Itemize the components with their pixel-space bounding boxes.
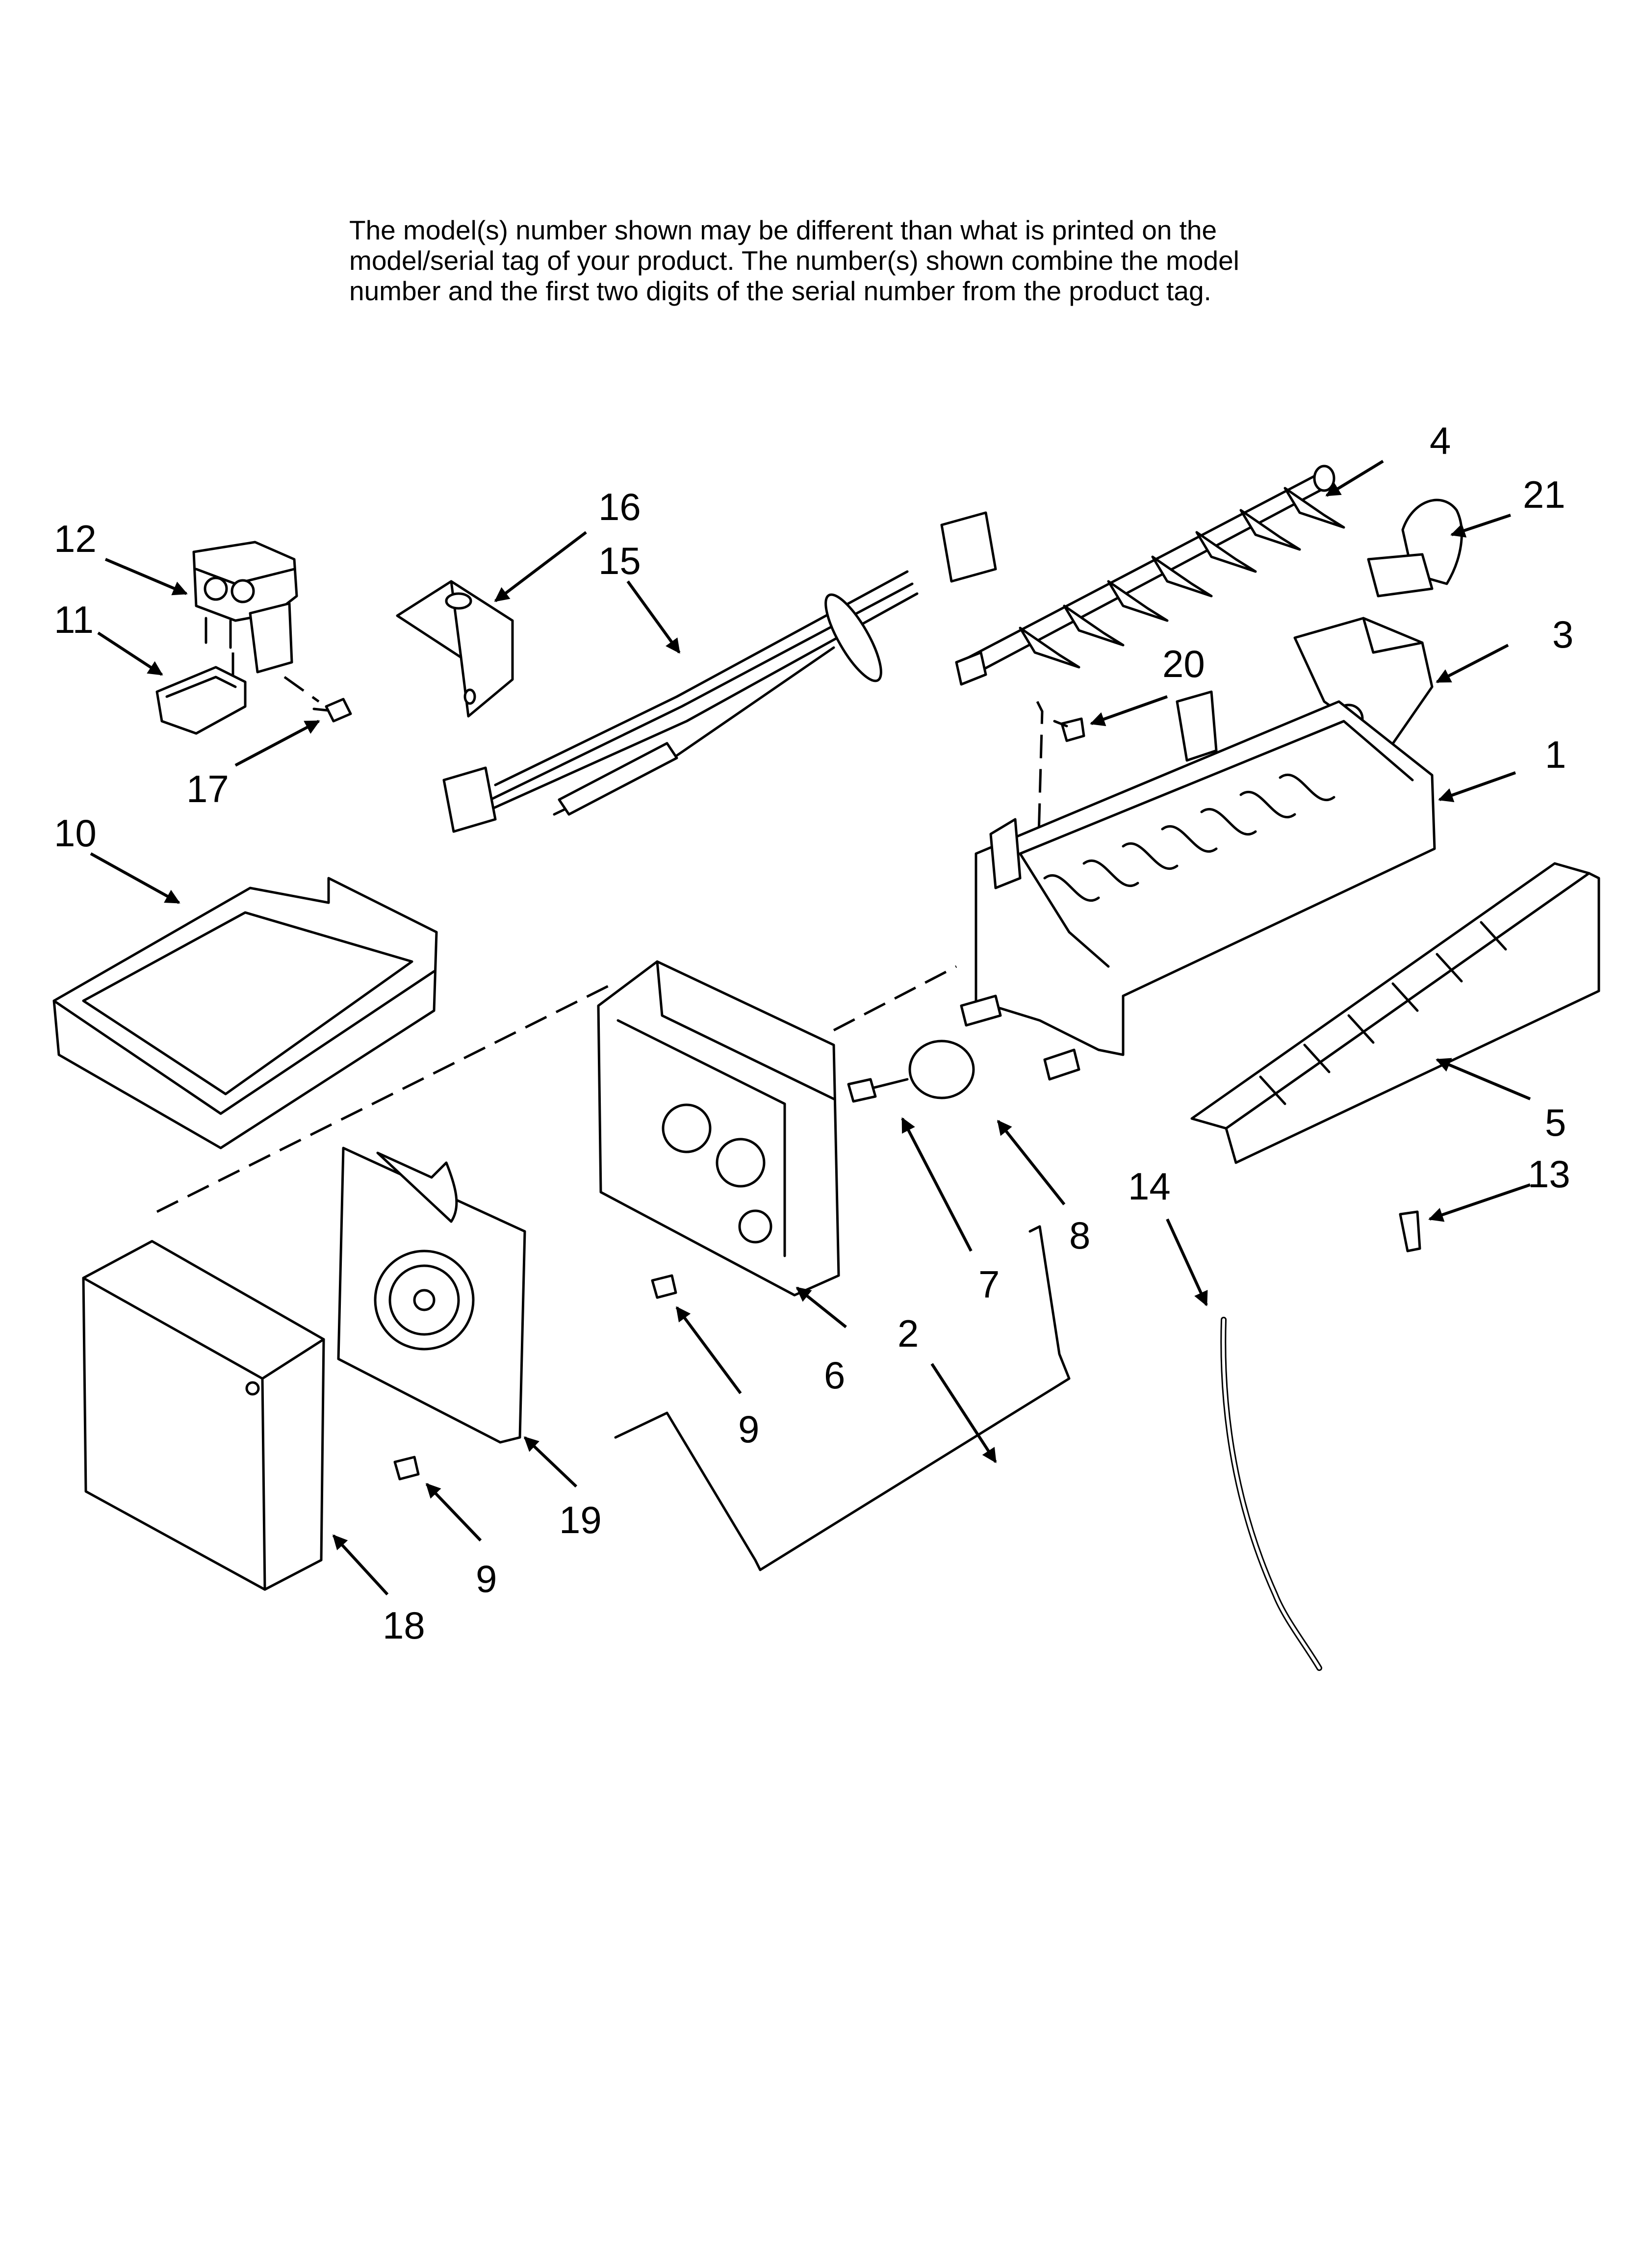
leader-9-lower <box>425 1483 482 1542</box>
callout-17: 17 <box>186 767 229 810</box>
part-19-motor-module <box>337 1147 526 1444</box>
callout-20: 20 <box>1162 642 1205 685</box>
callout-9-upper: 9 <box>738 1408 759 1451</box>
callout-18: 18 <box>383 1604 425 1647</box>
part-10-ice-bin <box>52 877 438 1149</box>
leader-1 <box>1438 771 1516 803</box>
callout-8: 8 <box>1069 1214 1090 1257</box>
part-20-screw <box>1036 701 1085 888</box>
leader-20 <box>1090 695 1168 727</box>
leader-8 <box>997 1120 1066 1205</box>
callout-5: 5 <box>1545 1101 1566 1144</box>
part-2-bail-arm <box>614 1225 1071 1571</box>
leader-13 <box>1428 1183 1531 1222</box>
part-21-cam <box>1367 498 1463 598</box>
part-14-fill-tube <box>1220 1317 1322 1671</box>
leader-6 <box>795 1286 847 1329</box>
callout-14: 14 <box>1128 1165 1171 1208</box>
callout-7: 7 <box>978 1263 1000 1306</box>
model-number-notice: The model(s) number shown may be differe… <box>349 215 1330 306</box>
callout-15: 15 <box>598 539 641 582</box>
callout-13: 13 <box>1528 1152 1570 1196</box>
leader-12 <box>104 558 188 596</box>
leader-18 <box>332 1534 389 1596</box>
callout-4: 4 <box>1430 419 1451 462</box>
part-9-screw-upper <box>651 1274 677 1299</box>
part-7-heater-terminal <box>847 1078 877 1103</box>
leader-21 <box>1450 514 1511 538</box>
part-13-plug <box>1399 1210 1421 1252</box>
part-16-wire-bracket <box>396 580 514 718</box>
leader-7 <box>901 1117 973 1252</box>
part-8-thermostat <box>867 994 1080 1099</box>
callout-11: 11 <box>54 598 94 641</box>
notice-line-3: number and the first two digits of the s… <box>349 276 1211 306</box>
callout-12: 12 <box>54 517 97 560</box>
leader-3 <box>1436 644 1509 683</box>
part-9-screw-lower <box>393 1456 420 1481</box>
leader-9-upper <box>675 1306 742 1394</box>
callout-16: 16 <box>598 485 641 528</box>
notice-line-1: The model(s) number shown may be differe… <box>349 215 1217 245</box>
callout-3: 3 <box>1552 613 1573 656</box>
leader-17 <box>234 720 320 767</box>
callout-labels: 4 21 16 12 15 11 3 20 17 1 10 5 14 13 8 … <box>54 419 1573 1647</box>
part-17-screw <box>283 676 352 723</box>
callout-10: 10 <box>54 811 97 855</box>
leader-4 <box>1325 460 1384 497</box>
part-15-wire-harness <box>442 511 997 833</box>
leader-2 <box>930 1363 997 1463</box>
callout-6: 6 <box>824 1354 845 1397</box>
leader-14 <box>1166 1218 1208 1306</box>
leader-5 <box>1436 1058 1531 1100</box>
callout-2: 2 <box>898 1312 919 1355</box>
leader-19 <box>523 1436 578 1488</box>
callout-19: 19 <box>559 1498 602 1541</box>
leader-15 <box>626 580 681 654</box>
part-11-valve-bracket <box>155 652 247 735</box>
leader-arrows <box>90 460 1531 1596</box>
leader-16 <box>494 531 587 602</box>
leader-11 <box>97 631 163 676</box>
part-5-stripper <box>1190 862 1600 1164</box>
leader-10 <box>90 852 180 904</box>
part-6-housing <box>597 960 957 1297</box>
part-18-front-cover <box>82 985 609 1591</box>
part-4-ejector <box>955 465 1345 686</box>
callout-21: 21 <box>1523 473 1565 516</box>
part-1-mold <box>975 690 1436 1056</box>
callout-1: 1 <box>1545 733 1566 776</box>
notice-line-2: model/serial tag of your product. The nu… <box>349 245 1239 276</box>
callout-9-lower: 9 <box>476 1557 497 1600</box>
part-12-water-valve <box>192 541 298 674</box>
